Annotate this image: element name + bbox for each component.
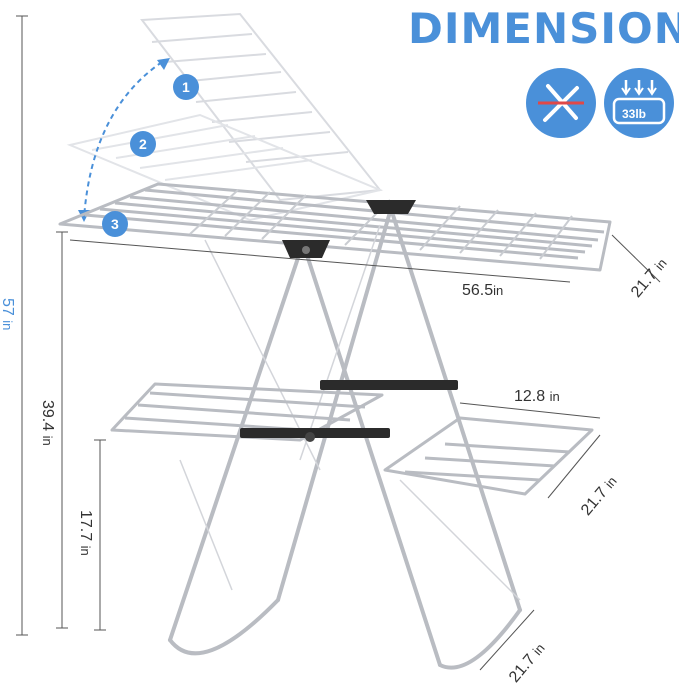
top-length-label: 56.5in [462, 282, 504, 299]
step-markers [102, 74, 199, 237]
step-1-label: 1 [182, 79, 190, 95]
lower-shelf-right [383, 416, 594, 496]
lower-shelf-left [110, 382, 384, 442]
rotation-arrow [83, 61, 163, 219]
hinge-joints [240, 200, 458, 442]
frame-legs [168, 210, 522, 670]
top-height-label: 39.4 in [39, 400, 56, 446]
dimension-lines [16, 15, 661, 671]
page-title: DIMENSION [408, 4, 679, 53]
top-deck [58, 182, 612, 272]
no-tools-badge [526, 68, 596, 138]
weight-capacity-label: 33lb [622, 107, 647, 121]
shelf-width-label: 12.8 in [514, 388, 560, 405]
step-3-label: 3 [111, 216, 119, 232]
wing-ghost-raised [140, 12, 382, 202]
step-2-label: 2 [139, 136, 147, 152]
total-height-label: 57 in [0, 298, 16, 331]
weight-badge [604, 68, 674, 138]
lower-height-label: 17.7 in [77, 510, 94, 556]
